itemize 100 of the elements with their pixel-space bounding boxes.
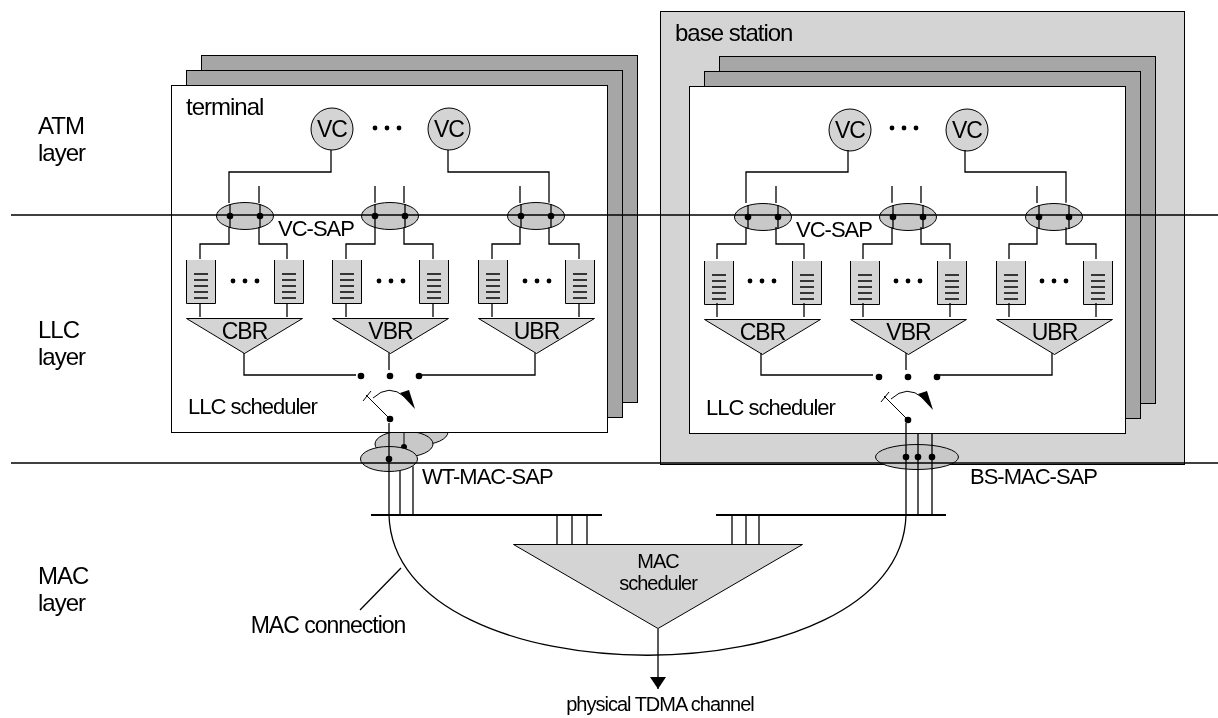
triangle-label: VBR (885, 320, 932, 344)
queue-buffer (704, 261, 734, 305)
queue-buffer (850, 261, 880, 305)
connector-line (862, 302, 864, 318)
connector-line (745, 515, 747, 545)
connector-line (388, 352, 390, 371)
connector-line (949, 302, 951, 318)
connector-line (399, 470, 401, 515)
connector-line (586, 515, 588, 545)
connector-line (412, 465, 414, 515)
connector-line (388, 422, 390, 447)
device-frame (171, 85, 608, 433)
connector-line (199, 302, 201, 318)
vc-circle (427, 107, 471, 151)
triangle-label: CBR (738, 320, 787, 344)
switch-symbol (875, 372, 941, 425)
frame-title: terminal (186, 94, 264, 120)
connector-line (571, 515, 573, 545)
sap-ellipse (361, 202, 419, 230)
connector-line (491, 302, 493, 318)
scheduler-triangle (513, 544, 803, 629)
connector-line (421, 352, 536, 376)
connector-line (578, 302, 580, 318)
connector-line (716, 226, 747, 260)
arrow (650, 628, 666, 690)
layer-label: MAC layer (38, 562, 90, 616)
sap-ellipse (734, 203, 792, 231)
queue-buffer (792, 261, 822, 305)
scheduler-label: LLC scheduler (188, 395, 317, 419)
circle-label: VC (834, 116, 866, 145)
triangle-label: CBR (220, 319, 269, 343)
leader-line (359, 567, 402, 611)
scheduler-label: LLC scheduler (706, 396, 835, 420)
scheduler-triangle (850, 319, 967, 355)
connector-line (775, 226, 805, 260)
connector-line (964, 149, 1067, 204)
layer-label: LLC layer (38, 316, 87, 370)
connector-line (286, 302, 288, 318)
vc-circle (945, 108, 989, 152)
queue-buffer (332, 260, 362, 304)
sap-label: VC-SAP (796, 218, 872, 242)
sap-ellipse (360, 446, 418, 472)
frame-title: base station (675, 20, 793, 46)
connector-line (1008, 226, 1038, 260)
connector-line (548, 226, 580, 260)
connector-line (758, 515, 760, 545)
scheduler-triangle (332, 318, 449, 354)
triangle-label: UBR (512, 319, 561, 343)
triangle-label: MAC scheduler (618, 550, 699, 594)
connector-line (1095, 302, 1097, 318)
connector-line (731, 515, 733, 545)
text-label: MAC connection (228, 612, 428, 638)
connector-line (917, 469, 919, 515)
circle-label: VC (316, 115, 348, 144)
triangle-label: VBR (367, 319, 414, 343)
connector-line (432, 302, 434, 318)
sap-label: BS-MAC-SAP (970, 465, 1097, 489)
sap-ellipse (216, 202, 274, 230)
queue-buffer (274, 260, 304, 304)
connector-line (716, 302, 718, 318)
queue-buffer (996, 261, 1026, 305)
vc-circle (828, 108, 872, 152)
queue-buffer (565, 260, 595, 304)
scheduler-triangle (186, 318, 303, 354)
connector-line (1008, 302, 1010, 318)
queue-buffer (1083, 261, 1113, 305)
connector-line (1065, 226, 1097, 260)
connector-line (228, 149, 332, 204)
queue-buffer (478, 260, 508, 304)
sap-label: WT-MAC-SAP (422, 465, 553, 489)
connector-line (931, 432, 933, 446)
queue-buffer (186, 260, 216, 304)
connector-line (760, 352, 874, 376)
device-frame (689, 86, 1126, 434)
connector-line (556, 515, 558, 545)
layer-label: ATM layer (38, 112, 87, 166)
station-panel (660, 11, 1185, 465)
connector-line (931, 468, 933, 515)
sap-label: VC-SAP (278, 217, 354, 241)
connector-line (917, 432, 919, 445)
connector-line (862, 226, 893, 260)
text-label: physical TDMA channel (530, 692, 790, 716)
sap-ellipse (875, 444, 959, 470)
scheduler-triangle (704, 319, 821, 355)
circle-label: VC (951, 116, 983, 145)
sap-ellipse (879, 203, 937, 231)
connector-line (258, 226, 288, 260)
scheduler-triangle (996, 319, 1113, 355)
triangle-label: UBR (1030, 320, 1079, 344)
switch-symbol (357, 371, 423, 424)
connector-line (403, 226, 434, 260)
queue-buffer (419, 260, 449, 304)
vc-circle (310, 107, 354, 151)
connector-line (345, 302, 347, 318)
sap-ellipse (507, 202, 565, 230)
queue-buffer (937, 261, 967, 305)
connector-line (243, 352, 357, 376)
connector-line (345, 226, 376, 260)
connector-line (905, 352, 907, 371)
connector-line (199, 226, 230, 260)
